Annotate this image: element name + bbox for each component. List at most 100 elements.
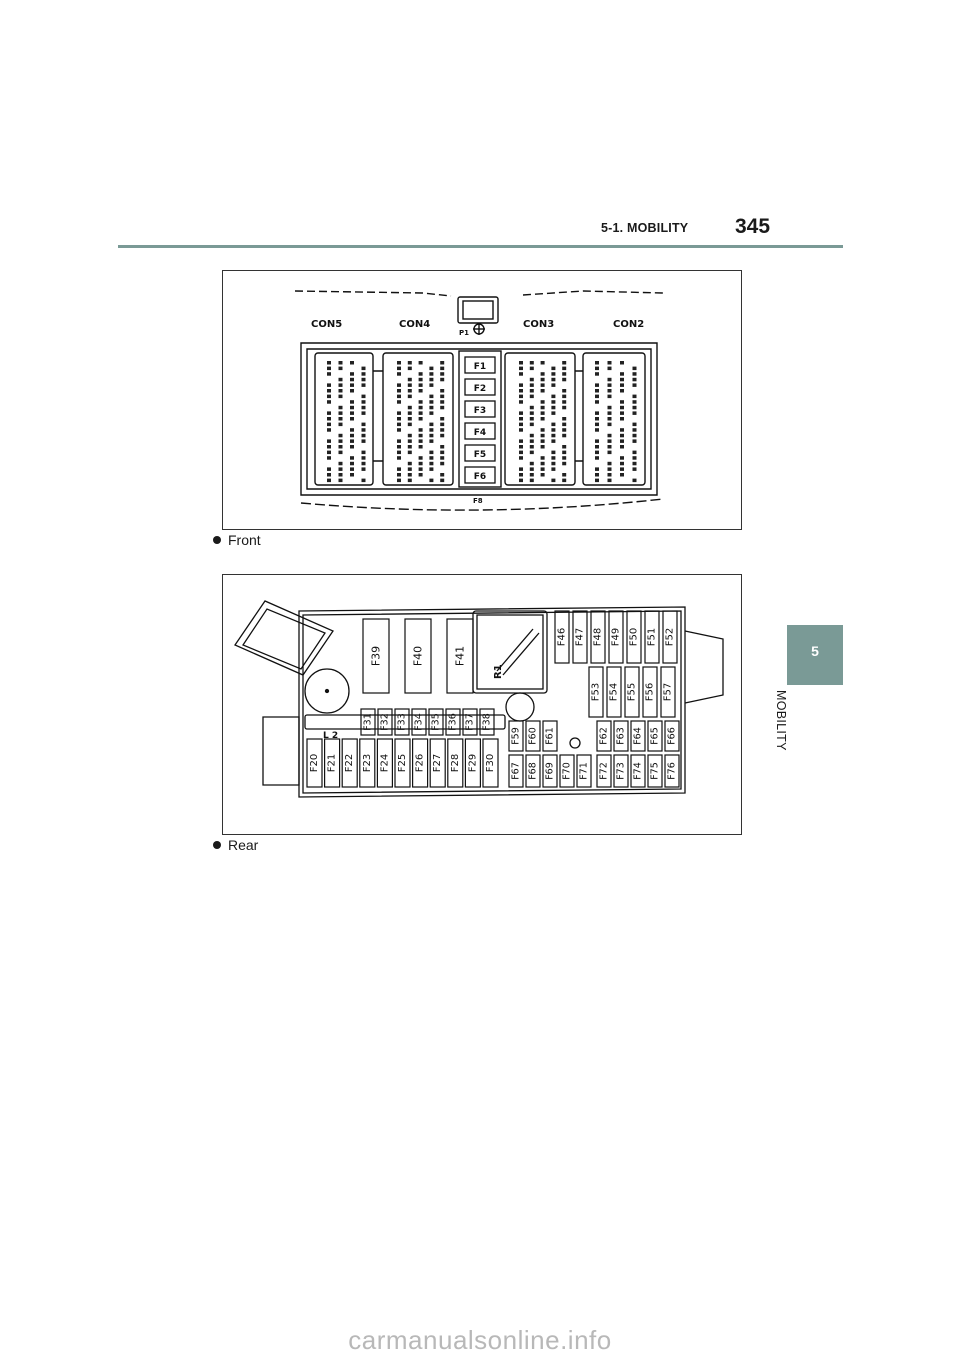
fuse-label: F20 xyxy=(309,754,320,772)
header-rule xyxy=(118,245,843,248)
connector-label: CON3 xyxy=(523,319,554,330)
fuse-label: F49 xyxy=(611,628,622,646)
fuse-slot: F24 xyxy=(376,738,393,788)
fuse-label: F63 xyxy=(616,727,627,745)
fuse-slot: F23 xyxy=(359,738,376,788)
fuse-label: F75 xyxy=(650,762,661,780)
fuse-label: F59 xyxy=(511,727,522,745)
fuse-slot: F1 xyxy=(464,356,496,374)
fuse-slot: F28 xyxy=(447,738,464,788)
fuse-label: F66 xyxy=(667,727,678,745)
fuse-slot: F65 xyxy=(647,720,663,752)
fuse-slot: F29 xyxy=(464,738,481,788)
fuse-label: F35 xyxy=(431,713,442,731)
front-caption-text: Front xyxy=(228,532,261,548)
fuse-slot: F76 xyxy=(664,754,680,788)
fuse-label: F33 xyxy=(397,713,408,731)
fuse-label: F34 xyxy=(414,713,425,731)
fuse-label: F48 xyxy=(593,628,604,646)
fuse-label: F27 xyxy=(432,754,443,772)
fuse-label: F69 xyxy=(545,762,556,780)
bullet-icon xyxy=(213,841,221,849)
fuse-slot: F66 xyxy=(664,720,680,752)
mark-label: P1 xyxy=(459,329,469,337)
fuse-label: F40 xyxy=(412,646,425,666)
fuse-slot: F48 xyxy=(590,610,606,664)
mark-label: F8 xyxy=(473,497,483,505)
fuse-slot: F36 xyxy=(445,708,461,736)
fuse-slot: F46 xyxy=(554,610,570,664)
fuse-slot: F30 xyxy=(482,738,499,788)
fuse-slot: F55 xyxy=(624,666,640,718)
fuse-slot: F54 xyxy=(606,666,622,718)
watermark: carmanualsonline.info xyxy=(348,1325,612,1355)
fuse-slot: F69 xyxy=(542,754,558,788)
fuse-slot: F22 xyxy=(341,738,358,788)
fuse-label: F51 xyxy=(647,628,658,646)
fuse-label: F76 xyxy=(667,762,678,780)
fuse-slot: F50 xyxy=(626,610,642,664)
fuse-slot: F51 xyxy=(644,610,660,664)
fuse-label: F73 xyxy=(616,762,627,780)
fuse-label: F26 xyxy=(415,754,426,772)
fuse-label: F28 xyxy=(450,754,461,772)
fuse-label: F53 xyxy=(591,683,602,701)
fuse-slot: F53 xyxy=(588,666,604,718)
relay-label: R1 xyxy=(493,664,504,679)
fuse-slot: F49 xyxy=(608,610,624,664)
fuse-label: F2 xyxy=(474,384,486,394)
fuse-slot: F74 xyxy=(630,754,646,788)
fuse-label: F1 xyxy=(474,362,486,372)
fuse-label: F3 xyxy=(474,406,486,416)
fuse-slot: F60 xyxy=(525,720,541,752)
fuse-label: F57 xyxy=(663,683,674,701)
fuse-label: F5 xyxy=(474,450,486,460)
fuse-slot: F73 xyxy=(613,754,629,788)
front-caption: Front xyxy=(213,532,261,548)
fuse-slot: F61 xyxy=(542,720,558,752)
chapter-tab[interactable]: 5 xyxy=(787,625,843,685)
fuse-slot: F56 xyxy=(642,666,658,718)
fuse-label: F21 xyxy=(327,754,338,772)
fuse-label: F30 xyxy=(485,754,496,772)
fuse-slot: F20 xyxy=(306,738,323,788)
fuse-label: F32 xyxy=(380,713,391,731)
fuse-slot: F3 xyxy=(464,400,496,418)
fuse-slot: F72 xyxy=(596,754,612,788)
fuse-label: F29 xyxy=(467,754,478,772)
label-plate-text: L 2 xyxy=(323,731,338,741)
connector-label: CON4 xyxy=(399,319,430,330)
fuse-label: F24 xyxy=(379,754,390,772)
section-title: 5-1. MOBILITY xyxy=(601,221,689,235)
fuse-label: F37 xyxy=(465,713,476,731)
connector-label: CON5 xyxy=(311,319,342,330)
fuse-slot: F59 xyxy=(508,720,524,752)
fuse-label: F25 xyxy=(397,754,408,772)
fuse-slot: F67 xyxy=(508,754,524,788)
fuse-slot: F6 xyxy=(464,466,496,484)
fuse-slot: F71 xyxy=(576,754,592,788)
rear-caption-text: Rear xyxy=(228,837,259,853)
fuse-label: F46 xyxy=(557,628,568,646)
fuse-slot: F21 xyxy=(323,738,341,788)
fuse-label: F38 xyxy=(482,713,493,731)
fuse-label: F61 xyxy=(545,727,556,745)
fuse-label: F65 xyxy=(650,727,661,745)
fuse-label: F68 xyxy=(528,762,539,780)
fuse-slot: F52 xyxy=(662,610,678,664)
bullet-icon xyxy=(213,536,221,544)
fuse-slot: F4 xyxy=(464,422,496,440)
fuse-label: F74 xyxy=(633,762,644,780)
fuse-label: F60 xyxy=(528,727,539,745)
fuse-slot: F25 xyxy=(394,738,411,788)
chapter-label: MOBILITY xyxy=(774,690,788,751)
fuse-label: F47 xyxy=(575,628,586,646)
fuse-label: F6 xyxy=(474,472,486,482)
fuse-slot: F64 xyxy=(630,720,646,752)
fuse-slot: F62 xyxy=(596,720,612,752)
fuse-label: F41 xyxy=(454,646,467,666)
fuse-label: F22 xyxy=(344,754,355,772)
fuse-slot: F27 xyxy=(429,738,446,788)
